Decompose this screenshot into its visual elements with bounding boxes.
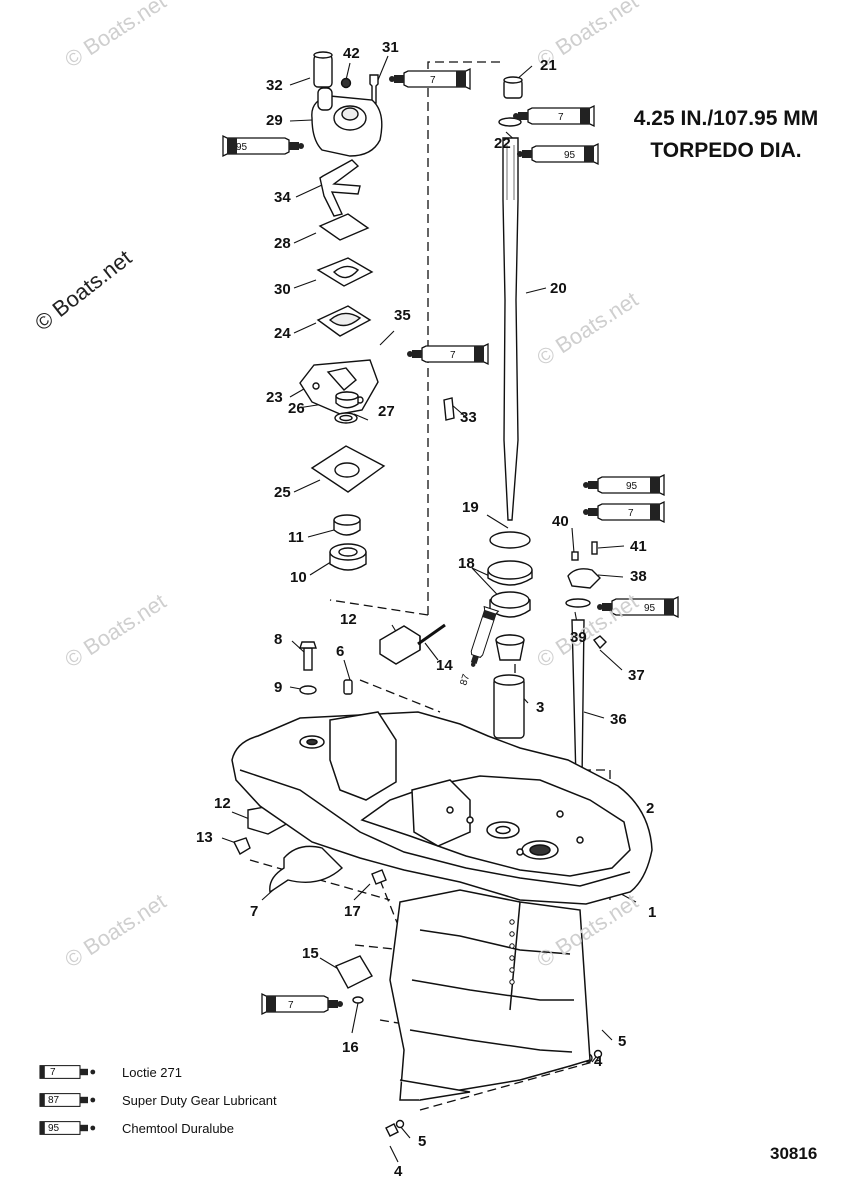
callout-16: 16 (342, 1039, 359, 1056)
sealant-tube-18-code: 87 (458, 673, 472, 687)
callout-28: 28 (274, 235, 291, 252)
sealant-tube-22a: 7 (512, 105, 595, 127)
sealant-tube-22a-code: 7 (558, 112, 564, 123)
callout-38: 38 (630, 568, 647, 585)
legend-item: Loctie 271 (40, 1062, 182, 1082)
callout-2: 2 (646, 800, 655, 817)
sealant-tube-35-code: 7 (450, 350, 456, 361)
gear-housing (231, 711, 653, 1101)
callout-25: 25 (274, 484, 291, 501)
sealant-tube-16-code: 7 (288, 1000, 294, 1011)
legend-label: Loctie 271 (122, 1064, 182, 1080)
sealant-tube-40b: 7 (582, 501, 665, 523)
callout-15: 15 (302, 945, 319, 962)
callout-36: 36 (610, 711, 627, 728)
driveshaft-assembly (443, 76, 642, 823)
callout-13: 13 (196, 829, 213, 846)
callout-3: 3 (536, 699, 545, 716)
callout-24: 24 (274, 325, 291, 342)
callout-32: 32 (266, 77, 283, 94)
callout-11: 11 (288, 529, 304, 546)
sealant-tube-31-code: 7 (430, 75, 436, 86)
figure-number: 30816 (770, 1144, 818, 1163)
sealant-tube-22b-code: 95 (564, 150, 576, 161)
callout-33: 33 (460, 409, 477, 426)
legend-label: Chemtool Duralube (122, 1120, 235, 1136)
callout-26: 26 (288, 400, 305, 417)
callout-4: 4 (394, 1163, 403, 1180)
callout-14: 14 (436, 657, 453, 674)
callout-23: 23 (266, 389, 283, 406)
sealant-tube-40a: 95 (582, 474, 665, 496)
callout-40: 40 (552, 513, 569, 530)
fastener-parts (233, 623, 603, 1137)
sealant-tube-icon (40, 1120, 106, 1136)
sealant-tube-40b-code: 7 (628, 508, 634, 519)
sealant-tube-22b: 95 (516, 143, 599, 165)
callout-29: 29 (266, 112, 283, 129)
callout-34: 34 (274, 189, 291, 206)
legend-item: Chemtool Duralube (40, 1118, 234, 1138)
callout-1: 1 (648, 904, 657, 921)
callout-21: 21 (540, 57, 557, 74)
callout-20: 20 (550, 280, 567, 297)
callout-31: 31 (382, 39, 399, 56)
sealant-tube-18 (464, 606, 499, 670)
sealant-tube-39: 95 (596, 596, 679, 618)
sealant-tube-16 (261, 993, 344, 1015)
sealant-tube-31: 7 (388, 68, 471, 90)
legend-code-2: 87 (48, 1095, 60, 1106)
callout-12: 12 (214, 795, 231, 812)
sealant-tube-icon (40, 1064, 106, 1080)
callout-42: 42 (343, 45, 360, 62)
sealant-tube-29-code: 95 (236, 142, 248, 153)
legend-code-1: 7 (50, 1067, 56, 1078)
callout-17: 17 (344, 903, 361, 920)
callout-41: 41 (630, 538, 647, 555)
water-pump-assembly (299, 51, 386, 571)
sealant-tube-35: 7 (406, 343, 489, 365)
callout-37: 37 (628, 667, 645, 684)
callout-22: 22 (494, 135, 511, 152)
callout-18: 18 (458, 555, 475, 572)
spec-line-2: TORPEDO DIA. (650, 139, 802, 162)
legend-tubes: 7 87 95 (39, 1065, 96, 1135)
callout-5: 5 (618, 1033, 627, 1050)
sealant-tubes: 7 95 7 95 7 95 7 95 87 7 (222, 68, 679, 1015)
sealant-tube-39-code: 95 (644, 603, 656, 614)
callout-19: 19 (462, 499, 479, 516)
sealant-tube-40a-code: 95 (626, 481, 638, 492)
callout-12: 12 (340, 611, 357, 628)
callout-9: 9 (274, 679, 283, 696)
legend-label: Super Duty Gear Lubricant (122, 1092, 277, 1108)
legend-code-3: 95 (48, 1123, 60, 1134)
callout-8: 8 (274, 631, 283, 648)
callout-10: 10 (290, 569, 307, 586)
callout-7: 7 (250, 903, 259, 920)
callout-27: 27 (378, 403, 395, 420)
callout-4: 4 (594, 1053, 603, 1070)
legend-item: Super Duty Gear Lubricant (40, 1090, 277, 1110)
sealant-tube-icon (40, 1092, 106, 1108)
callout-30: 30 (274, 281, 291, 298)
spec-line-1: 4.25 IN./107.95 MM (633, 107, 819, 130)
callout-6: 6 (336, 643, 345, 660)
callout-35: 35 (394, 307, 411, 324)
callout-5: 5 (418, 1133, 427, 1150)
callout-39: 39 (570, 629, 587, 646)
